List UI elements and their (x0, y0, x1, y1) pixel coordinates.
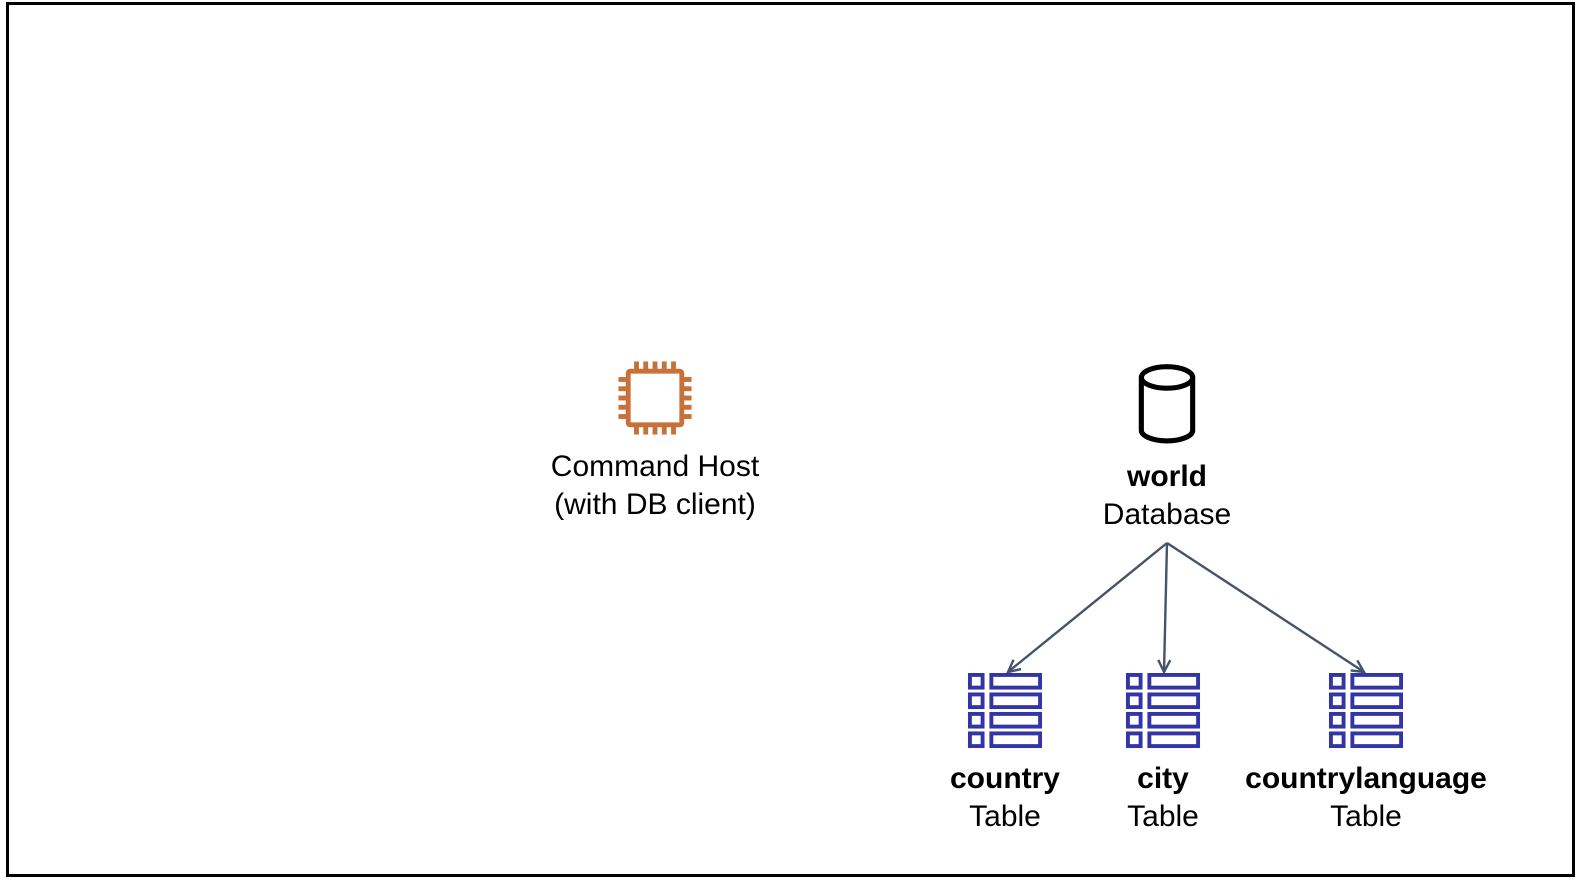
table-node-city: city Table (1013, 672, 1313, 836)
table-rows-icon (1125, 673, 1201, 749)
database-cylinder-icon (1138, 364, 1196, 444)
table-kind-city: Table (1127, 800, 1199, 833)
table-node-countrylanguage: countrylanguage Table (1216, 672, 1516, 836)
command-host-title: Command Host (550, 450, 760, 483)
arrow-world-to-countrylanguage (1166, 541, 1367, 674)
table-name-city: city (1137, 762, 1189, 795)
chip-icon (618, 361, 692, 435)
arrow-world-to-country (1005, 542, 1168, 674)
table-kind-countrylanguage: Table (1330, 800, 1402, 833)
table-node-country: country Table (855, 672, 1155, 836)
database-kind: Database (1102, 498, 1232, 531)
table-name-country: country (949, 762, 1060, 795)
command-host-subtitle: (with DB client) (554, 488, 756, 521)
command-host-node: Command Host (with DB client) (535, 360, 775, 524)
database-name: world (1127, 460, 1207, 493)
table-rows-icon (1328, 673, 1404, 749)
table-kind-country: Table (969, 800, 1041, 833)
arrow-world-to-city (1157, 542, 1172, 675)
world-database-node: world Database (1047, 363, 1287, 534)
table-name-countrylanguage: countrylanguage (1245, 762, 1487, 795)
table-rows-icon (967, 673, 1043, 749)
